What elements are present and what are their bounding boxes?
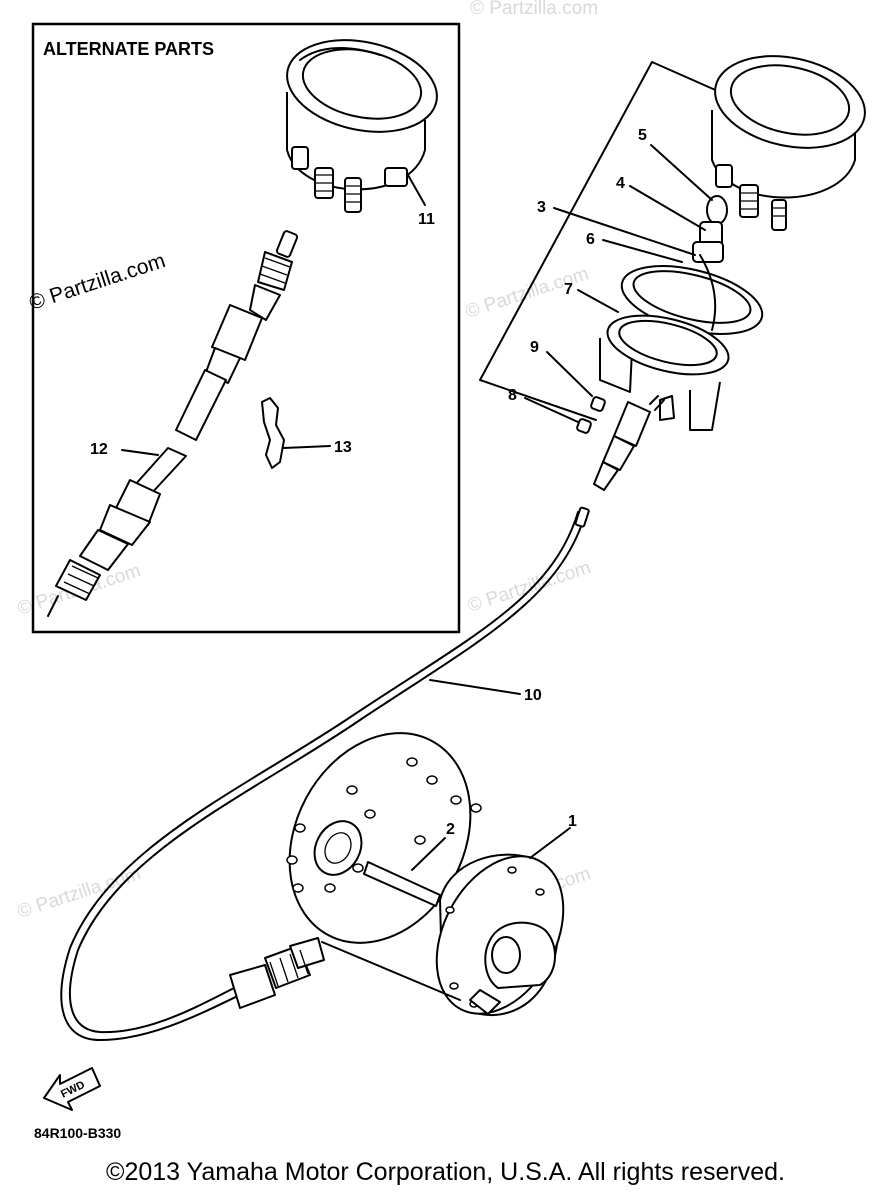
callout-1: 1	[568, 813, 577, 830]
leader-9	[546, 351, 593, 397]
cable-upper-end	[593, 395, 665, 491]
leader-12	[121, 449, 159, 456]
gasket-and-bracket	[599, 254, 764, 431]
fwd-arrow-icon: FWD	[43, 1067, 101, 1111]
part-2-disc	[286, 732, 482, 944]
callout-10: 10	[524, 687, 542, 704]
part-12-cable-assembly	[47, 230, 299, 617]
leader-13	[283, 445, 331, 449]
callout-2: 2	[446, 821, 455, 838]
bulb-and-socket	[692, 195, 728, 263]
callout-3: 3	[537, 199, 546, 216]
alternate-parts-box	[31, 22, 461, 634]
leader-1	[529, 827, 571, 859]
callout-5: 5	[638, 127, 647, 144]
leader-3	[553, 207, 696, 256]
watermark-primary: © Partzilla.com	[26, 249, 168, 315]
leader-4	[629, 185, 706, 231]
callout-8: 8	[508, 387, 517, 404]
main-speedometer	[711, 55, 866, 231]
part-10-cable	[60, 506, 590, 1041]
leader-2	[411, 837, 446, 871]
leader-7	[577, 289, 619, 313]
diagram-code: 84R100-B330	[34, 1125, 121, 1141]
watermark: © Partzilla.com	[470, 0, 598, 19]
leader-6	[602, 239, 683, 263]
watermark: © Partzilla.com	[465, 557, 593, 617]
callout-12: 12	[90, 441, 108, 458]
callout-7: 7	[564, 281, 573, 298]
part-13-clip	[261, 397, 285, 469]
part-1-gear-housing	[435, 853, 565, 1016]
copyright-footer: ©2013 Yamaha Motor Corporation, U.S.A. A…	[106, 1158, 785, 1186]
part-11-speedometer	[286, 39, 438, 213]
leader-8	[524, 397, 579, 423]
leader-10	[429, 679, 521, 695]
alternate-parts-title: ALTERNATE PARTS	[43, 39, 214, 59]
callout-13: 13	[334, 439, 352, 456]
callout-11: 11	[418, 211, 435, 228]
callout-6: 6	[586, 231, 595, 248]
leader-11	[407, 174, 426, 206]
callout-4: 4	[616, 175, 625, 192]
grommets	[576, 396, 606, 434]
leader-5	[650, 144, 713, 201]
callout-9: 9	[530, 339, 539, 356]
leader-cable-to-housing	[321, 941, 461, 1001]
